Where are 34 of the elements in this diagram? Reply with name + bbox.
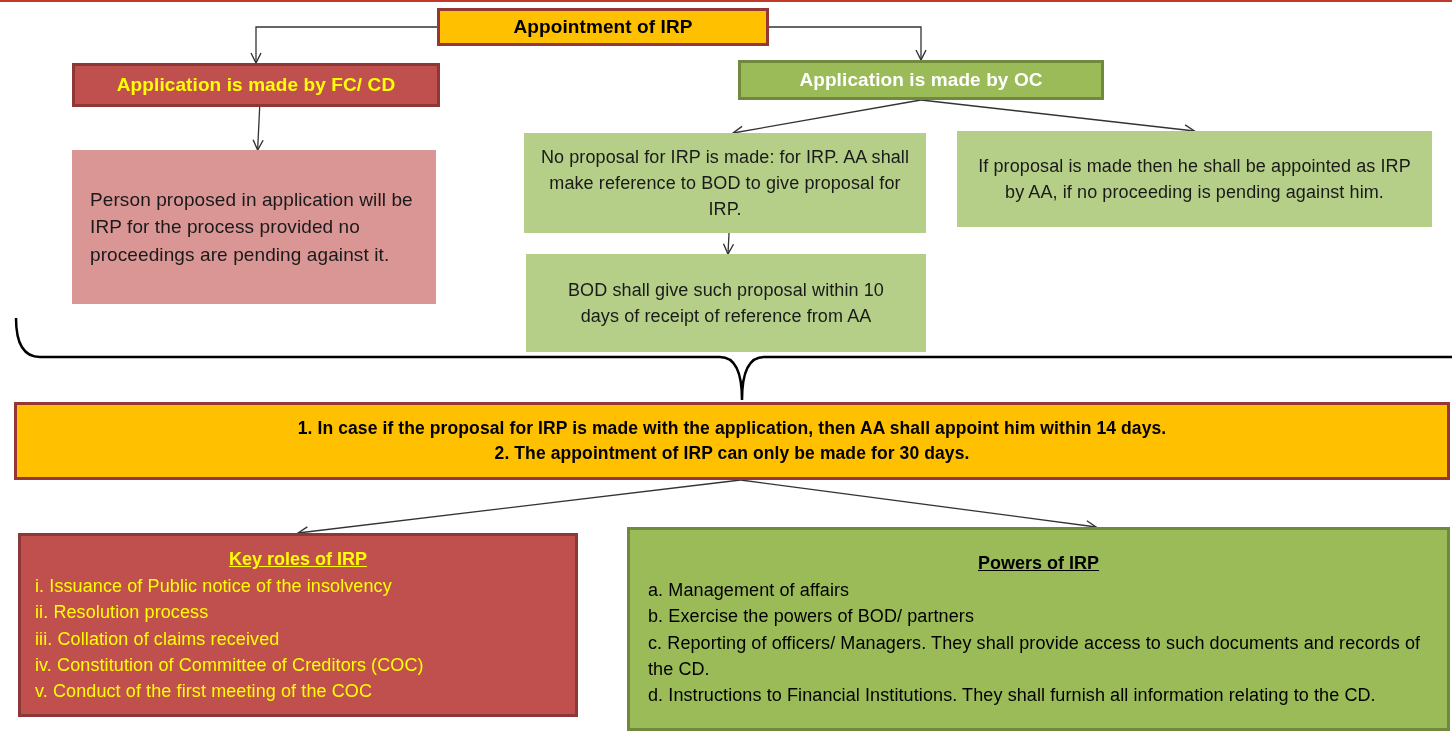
panel-heading: Powers of IRP xyxy=(977,552,1100,576)
note-box xyxy=(957,131,1432,227)
box-text: Application is made by OC xyxy=(799,68,1043,93)
arrow xyxy=(768,26,927,61)
box-text: Application is made by FC/ CD xyxy=(116,73,396,98)
note-box xyxy=(72,150,436,304)
list-item: v. Conduct of the first meeting of the COC xyxy=(35,679,373,703)
list-item: i. Issuance of Public notice of the insolvency xyxy=(35,575,393,599)
box-text: If proposal is made then he shall be appointed as IRP by AA, if no proceeding is pending against him. xyxy=(977,154,1412,204)
box-text: No proposal for IRP is made: for IRP. AA shall make reference to BOD to give proposal for IRP. xyxy=(539,145,911,222)
note-box xyxy=(524,133,926,233)
panel-heading: Key roles of IRP xyxy=(227,548,368,572)
list-item: a. Management of affairs xyxy=(648,579,851,603)
title-box xyxy=(437,8,769,46)
list-item: c. Reporting of officers/ Managers. They shall provide access to such documents and records of the CD. xyxy=(648,631,1422,681)
summary-box xyxy=(14,402,1450,480)
box-text: BOD shall give such proposal within 10 days of receipt of reference from AA xyxy=(567,278,885,328)
arrow xyxy=(252,106,264,151)
box-text: Person proposed in application will be IRP for the process provided no proceedings are pending against it. xyxy=(90,187,414,267)
list-item: iv. Constitution of Committee of Creditors (COC) xyxy=(35,653,425,677)
note-box xyxy=(526,254,926,352)
list-item: ii. Resolution process xyxy=(35,601,210,625)
box-text: Appointment of IRP xyxy=(513,15,693,40)
roles-panel xyxy=(18,533,578,717)
box-text: 1. In case if the proposal for IRP is made with the application, then AA shall appoint him within 14 days. xyxy=(297,416,1167,440)
powers-panel xyxy=(627,527,1450,731)
list-item: b. Exercise the powers of BOD/ partners xyxy=(648,605,976,629)
arrow xyxy=(722,232,735,255)
process-box xyxy=(72,63,440,107)
list-item: iii. Collation of claims received xyxy=(35,627,281,651)
list-item: d. Instructions to Financial Institutions. They shall furnish all information relating to the CD. xyxy=(648,683,1377,707)
box-text: 2. The appointment of IRP can only be made for 30 days. xyxy=(494,442,970,465)
arrow xyxy=(250,26,438,64)
process-box xyxy=(738,60,1104,100)
